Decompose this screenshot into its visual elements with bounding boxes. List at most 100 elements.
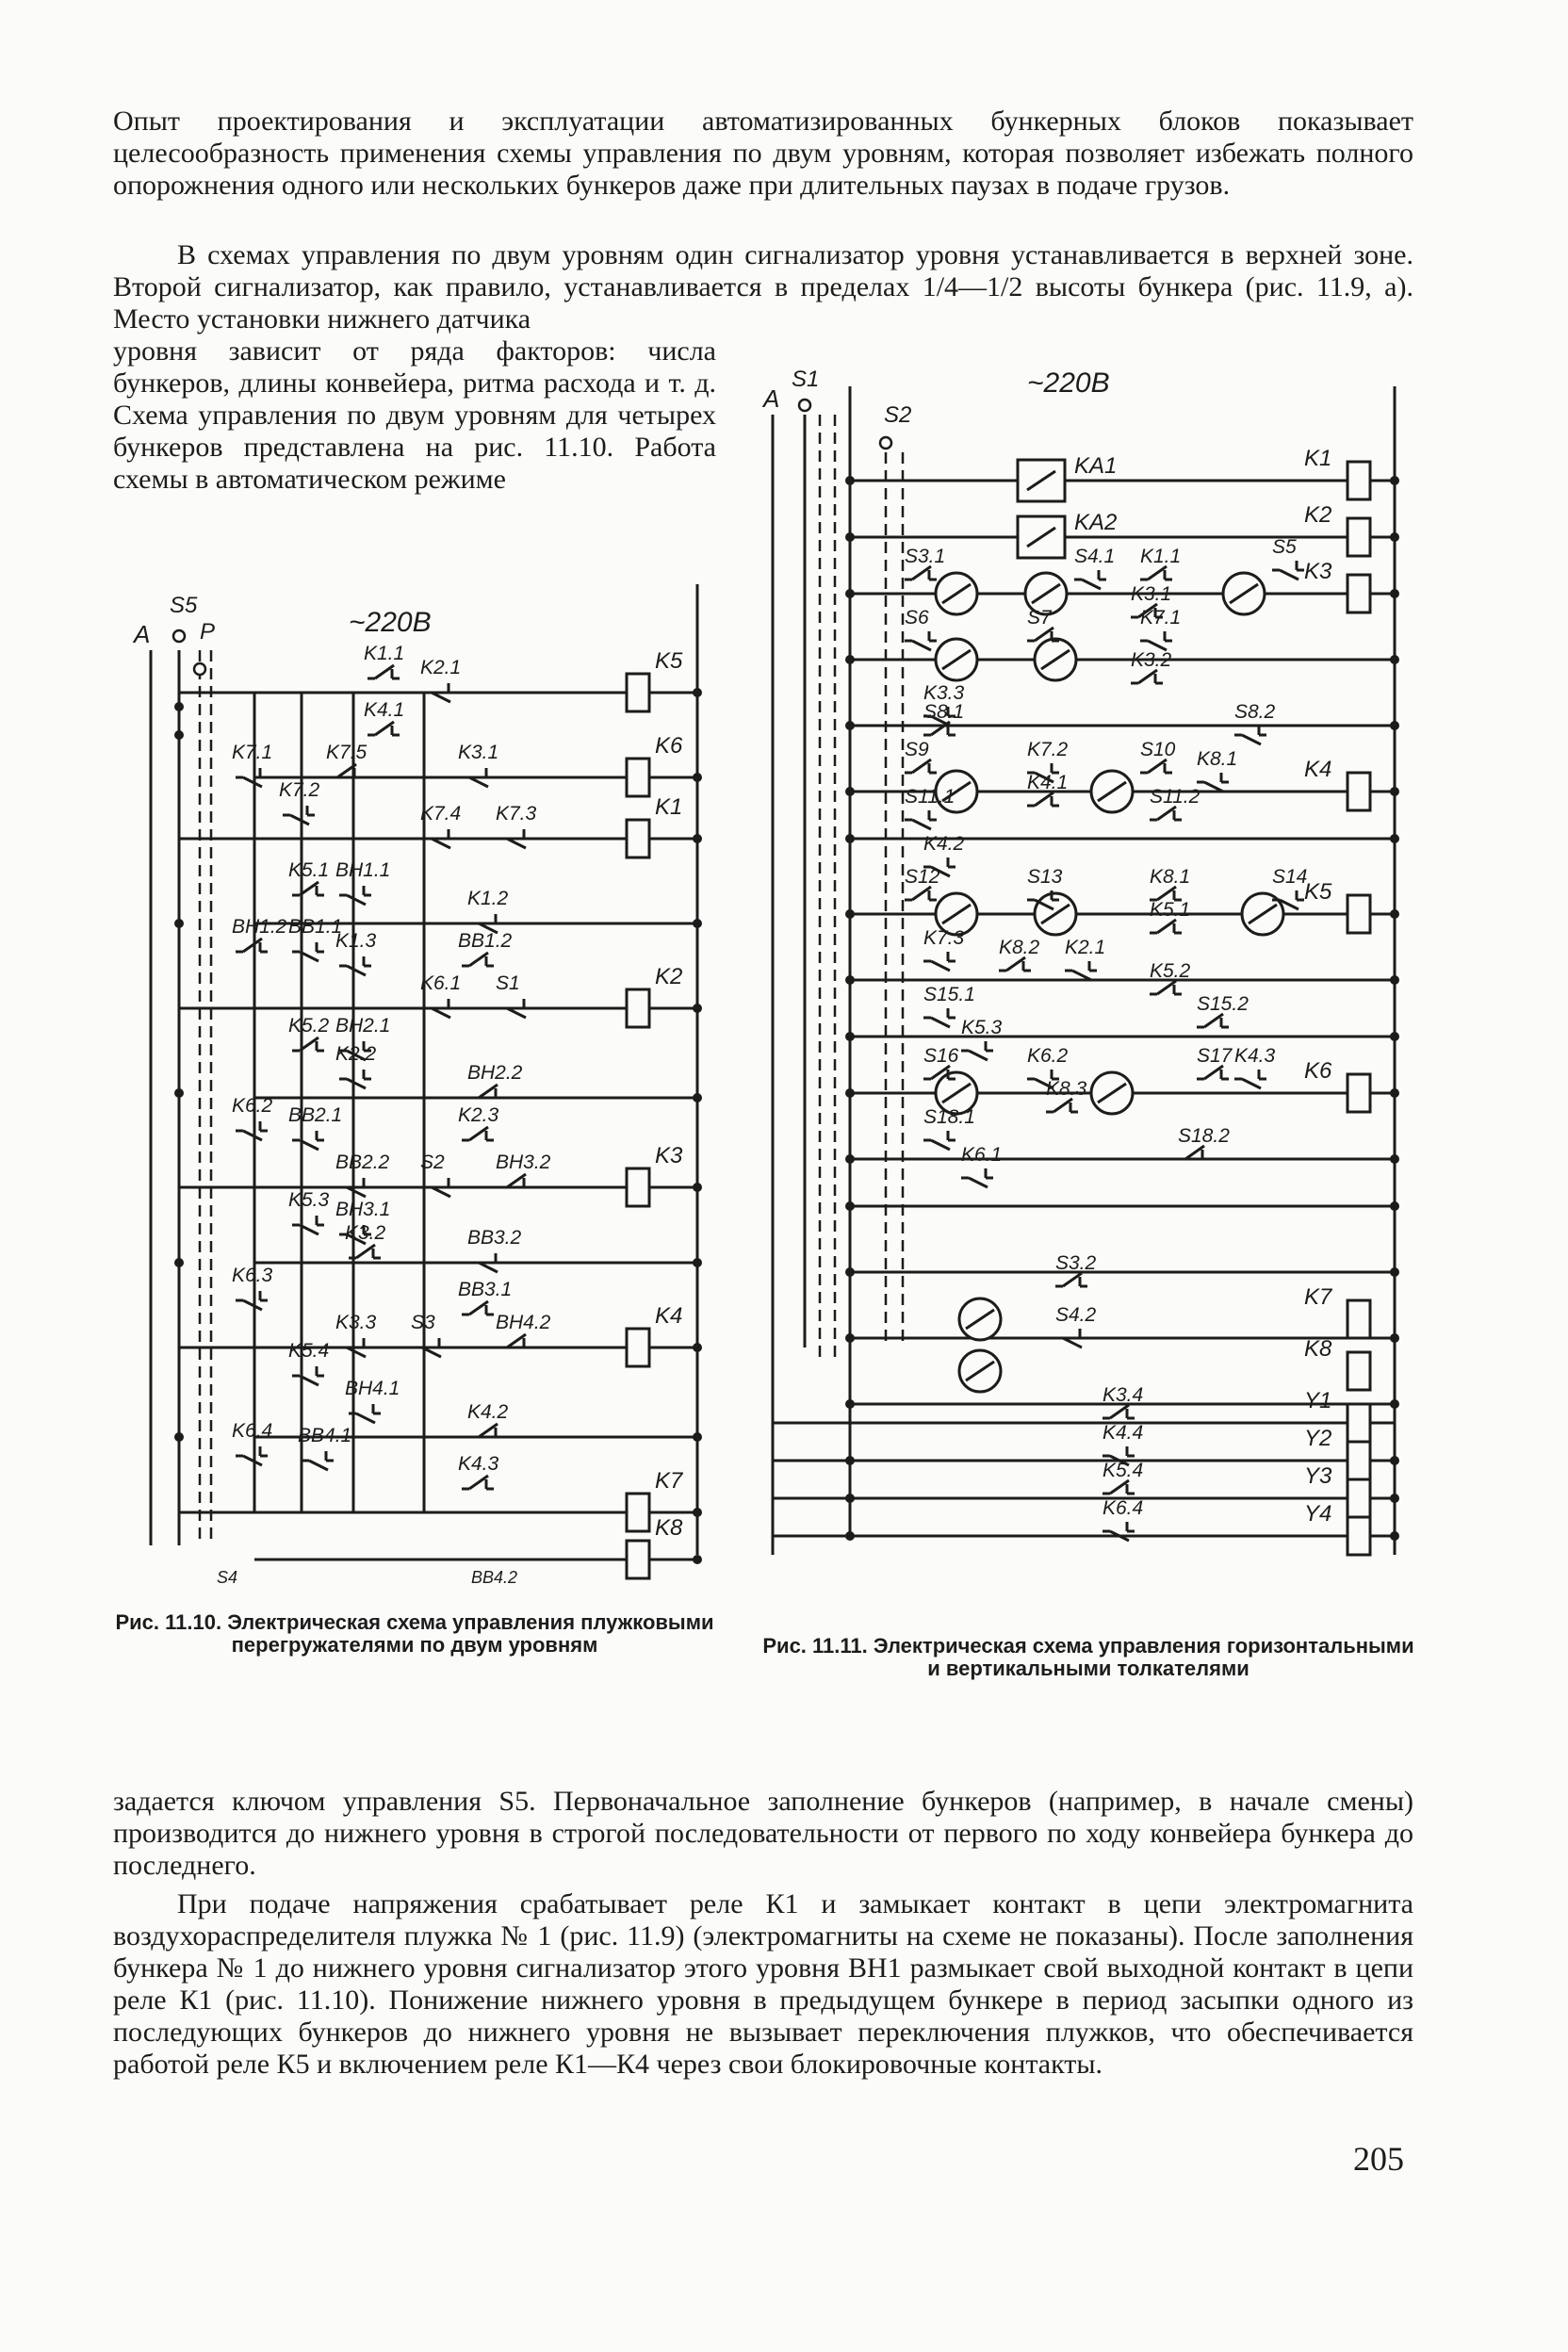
component-label: S3.2 — [1055, 1252, 1097, 1274]
component-label: S3.1 — [905, 546, 945, 567]
component-label: K5.1 — [1150, 899, 1190, 921]
junction-dot — [1390, 1201, 1399, 1211]
contact-blade — [468, 1474, 489, 1491]
component-label: K2 — [655, 964, 682, 989]
contact-blade — [346, 893, 367, 906]
contact-blade — [299, 1036, 319, 1053]
component-label: S4.1 — [1074, 546, 1115, 567]
level-sensor-mark — [1097, 1082, 1127, 1104]
component-label: K5 — [1304, 879, 1332, 905]
contact-blade — [930, 720, 951, 737]
component-label: K6 — [655, 733, 683, 759]
component-label: K5.4 — [288, 1340, 329, 1362]
component-label: K5 — [655, 648, 683, 674]
component-label: K1.3 — [335, 930, 377, 952]
level-sensor-mark — [1031, 582, 1061, 605]
contact-blade — [911, 885, 932, 902]
component-label: Y3 — [1304, 1463, 1332, 1489]
component-label: K3.3 — [335, 1312, 377, 1333]
component-label: KA2 — [1074, 510, 1117, 535]
contact-blade — [299, 880, 319, 897]
component-label: K1 — [1304, 446, 1331, 471]
contact-blade — [355, 1412, 376, 1425]
component-label: K3.1 — [458, 742, 498, 763]
junction-dot — [1390, 975, 1399, 985]
contact-blade — [930, 1016, 951, 1029]
junction-dot — [1390, 787, 1399, 796]
contact-blade — [1279, 568, 1299, 581]
component-label: S6 — [905, 607, 929, 629]
contact-blade — [346, 1346, 367, 1359]
junction-dot — [845, 834, 855, 843]
junction-dot — [1390, 1531, 1399, 1541]
component-label: K2.2 — [335, 1043, 377, 1065]
fig1-position-label: Р — [200, 619, 215, 645]
contact-blade — [1147, 758, 1168, 775]
junction-dot — [174, 702, 184, 711]
component-label: S15.2 — [1197, 993, 1249, 1015]
junction-dot — [845, 1399, 855, 1409]
contact-blade — [506, 1332, 527, 1349]
contact-blade — [1005, 956, 1026, 972]
level-sensor-mark — [965, 1308, 995, 1331]
contact-blade — [930, 1138, 951, 1152]
contact-blade — [242, 1454, 263, 1467]
component-label: S12 — [905, 866, 940, 888]
junction-dot — [693, 1432, 702, 1442]
contact-blade — [1137, 668, 1158, 685]
junction-dot — [174, 1432, 184, 1442]
figure-11-11-caption: Рис. 11.11. Электрическая схема управлен… — [762, 1634, 1414, 1680]
component-label: K3.4 — [1102, 1384, 1143, 1406]
component-label: BB1.2 — [458, 930, 513, 952]
junction-dot — [693, 773, 702, 782]
component-label: K7.1 — [1140, 607, 1181, 629]
junction-dot — [693, 1258, 702, 1267]
junction-dot — [1390, 476, 1399, 485]
contact-blade — [1109, 1478, 1130, 1495]
contact-blade — [468, 1299, 489, 1316]
contact-blade — [1203, 1064, 1224, 1081]
paragraph-2-continued: уровня зависит от ряда факторов: числа б… — [113, 335, 716, 495]
contact-blade — [242, 937, 263, 954]
relay-coil — [625, 757, 651, 798]
contact-blade — [1034, 791, 1054, 808]
component-label: S7 — [1027, 607, 1053, 629]
junction-dot — [174, 919, 184, 928]
relay-coil — [1346, 1350, 1372, 1392]
component-label: K5.2 — [288, 1015, 330, 1037]
component-label: K7.1 — [232, 742, 272, 763]
paragraph-2: В схемах управления по двум уровням один… — [113, 239, 1413, 335]
component-label: KA1 — [1074, 453, 1117, 479]
component-label: K2 — [1304, 502, 1331, 528]
figure-11-10-caption: Рис. 11.10. Электрическая схема управлен… — [115, 1610, 714, 1657]
component-label: K4.4 — [1102, 1422, 1143, 1444]
component-label: K8.2 — [999, 937, 1040, 958]
component-label: K5.3 — [961, 1017, 1003, 1038]
component-label: K8.1 — [1197, 748, 1237, 770]
contact-blade — [1156, 805, 1177, 822]
component-label: K6.4 — [1102, 1497, 1143, 1519]
level-sensor-mark — [1040, 903, 1070, 925]
contact-blade — [431, 691, 451, 704]
contact-blade — [478, 922, 498, 935]
contact-blade — [968, 1049, 988, 1062]
contact-blade — [1203, 780, 1224, 793]
level-sensor-mark — [941, 780, 972, 803]
level-sensor-mark — [941, 648, 972, 671]
contact-blade — [968, 1176, 988, 1189]
component-label: K8 — [655, 1515, 683, 1541]
relay-coil — [1346, 1440, 1372, 1481]
junction-dot — [845, 1154, 855, 1164]
contact-blade — [478, 1422, 498, 1439]
contact-blade — [242, 776, 263, 789]
relay-coil — [1346, 460, 1372, 501]
component-label: K7.3 — [923, 927, 965, 949]
component-label: K8 — [1304, 1336, 1332, 1362]
relay-mark — [1026, 469, 1056, 492]
relay-mark — [1026, 526, 1056, 548]
contact-blade — [468, 776, 489, 789]
component-label: K8.1 — [1150, 866, 1190, 888]
contact-blade — [1241, 1077, 1262, 1090]
component-label: S11.1 — [905, 786, 955, 808]
component-label: K2.1 — [420, 657, 461, 678]
